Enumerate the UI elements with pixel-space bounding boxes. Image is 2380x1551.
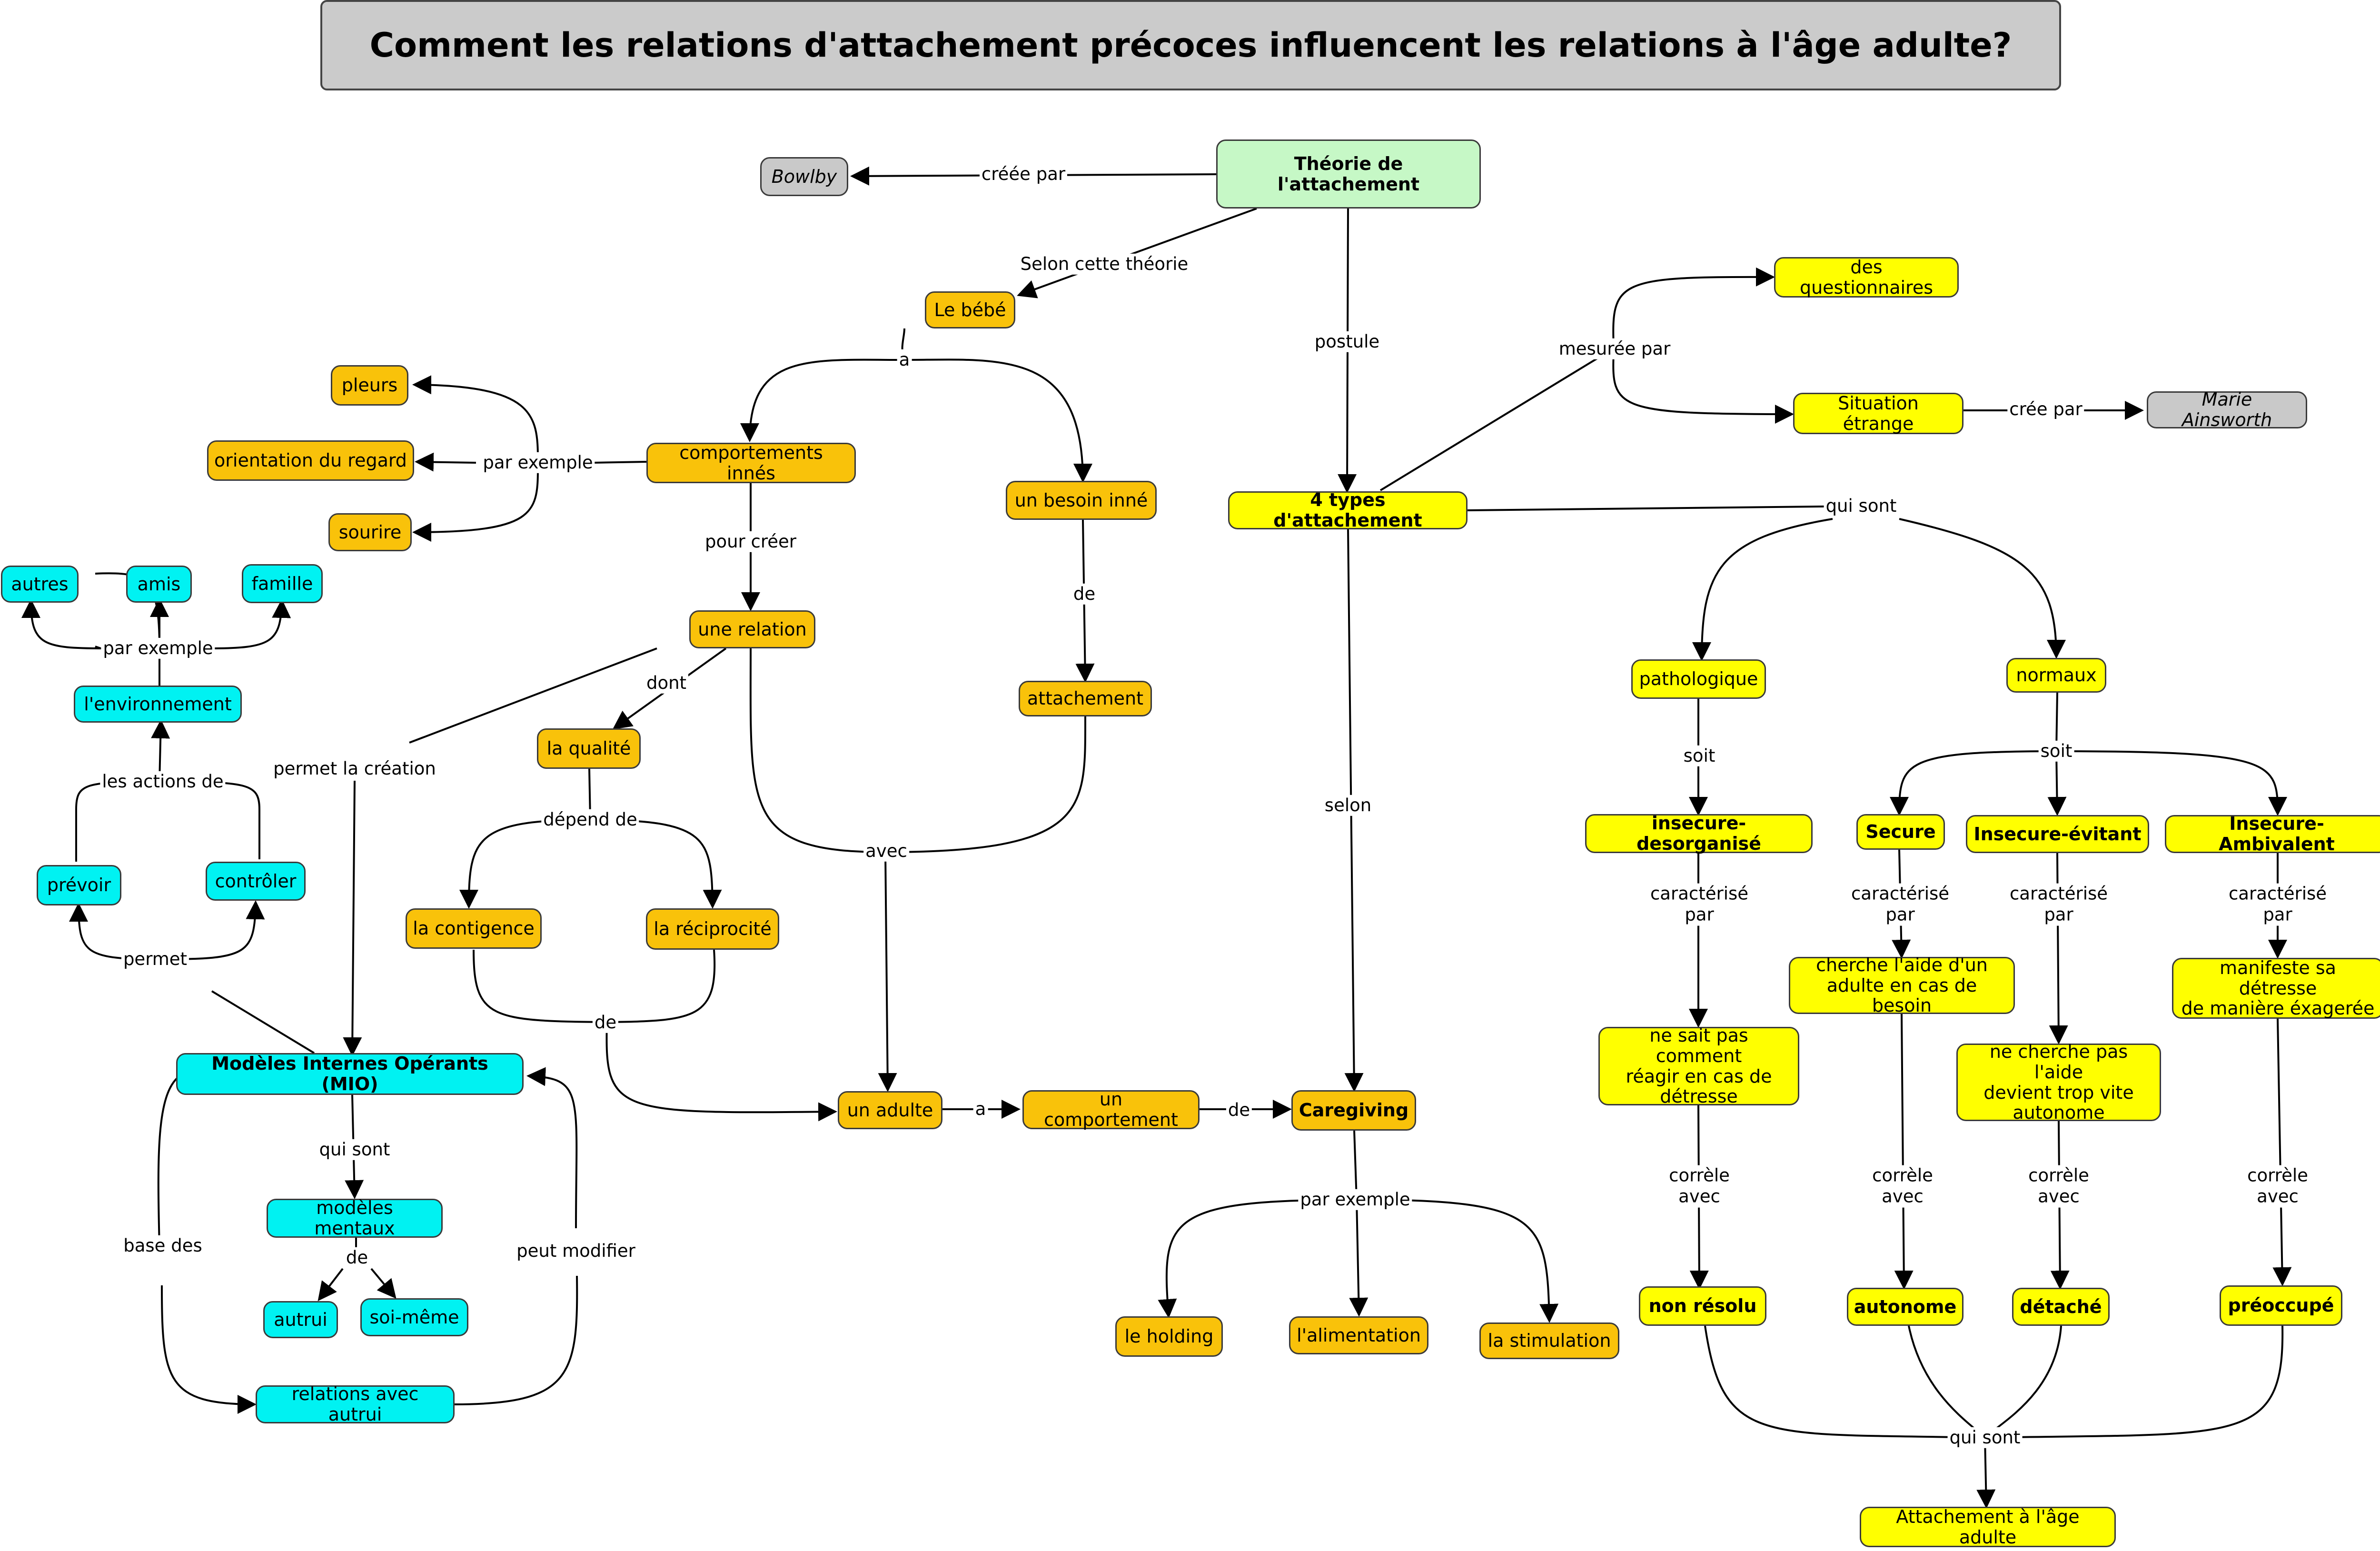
label-de: de (344, 1247, 370, 1269)
label-cree-par: crée par (2007, 398, 2084, 420)
node-prevoir[interactable]: prévoir (37, 865, 121, 905)
node-attachement-adulte[interactable]: Attachement à l'âge adulte (1860, 1507, 2116, 1547)
label-selon: selon (1322, 795, 1374, 816)
node-non-resolu[interactable]: non résolu (1639, 1286, 1766, 1326)
node-environnement[interactable]: l'environnement (74, 686, 242, 723)
node-attachement[interactable]: attachement (1019, 681, 1152, 716)
node-sourire[interactable]: sourire (328, 513, 412, 551)
node-cherche-aide[interactable]: cherche l'aide d'un adulte en cas de bes… (1789, 955, 2015, 1016)
node-caregiving[interactable]: Caregiving (1291, 1090, 1416, 1131)
node-ne-sait-pas[interactable]: ne sait pas comment réagir en cas de dét… (1598, 1025, 1799, 1106)
label-base-des: base des (121, 1235, 204, 1257)
node-normaux[interactable]: normaux (2006, 658, 2106, 693)
label-correle-avec: corrèle avec (2026, 1165, 2091, 1208)
node-la-contigence[interactable]: la contigence (406, 908, 542, 949)
label-dont: dont (644, 672, 689, 694)
label-actions-de: les actions de (100, 771, 226, 793)
label-correle-avec: corrèle avec (1667, 1165, 1732, 1208)
node-famille[interactable]: famille (242, 564, 323, 603)
node-mio[interactable]: Modèles Internes Opérants (MIO) (176, 1053, 524, 1095)
label-de: de (1071, 583, 1098, 605)
node-theorie-attachement[interactable]: Théorie de l'attachement (1216, 139, 1481, 209)
label-par-exemple: par exemple (481, 452, 595, 474)
node-bowlby[interactable]: Bowlby (760, 157, 848, 196)
node-amis[interactable]: amis (126, 566, 192, 603)
node-la-qualite[interactable]: la qualité (537, 728, 641, 769)
label-soit: soit (1681, 745, 1717, 767)
label-selon-theorie: Selon cette théorie (1018, 253, 1190, 275)
node-la-stimulation[interactable]: la stimulation (1479, 1322, 1619, 1359)
node-la-reciprocite[interactable]: la réciprocité (646, 908, 779, 950)
label-caracterise-par: caractérisé par (2007, 883, 2110, 926)
node-un-comportement[interactable]: un comportement (1022, 1089, 1200, 1130)
label-qui-sont: qui sont (1947, 1427, 2023, 1449)
node-preoccupe[interactable]: préoccupé (2220, 1285, 2342, 1326)
label-peut-modifier: peut modifier (515, 1240, 637, 1262)
node-comportements-innes[interactable]: comportements innés (646, 443, 856, 483)
label-par-exemple: par exemple (101, 637, 215, 659)
node-insecure-ambivalent[interactable]: Insecure-Ambivalent (2165, 814, 2380, 854)
node-secure[interactable]: Secure (1856, 814, 1945, 850)
node-questionnaires[interactable]: des questionnaires (1774, 257, 1959, 298)
label-qui-sont: qui sont (317, 1139, 392, 1161)
node-autrui[interactable]: autrui (263, 1301, 338, 1338)
label-pour-creer: pour créer (703, 531, 799, 553)
node-relations-avec-autrui[interactable]: relations avec autrui (256, 1384, 455, 1424)
node-ne-cherche-pas[interactable]: ne cherche pas l'aide devient trop vite … (1956, 1042, 2161, 1123)
label-avec: avec (863, 840, 909, 862)
node-situation-etrange[interactable]: Situation étrange (1793, 393, 1964, 434)
node-alimentation[interactable]: l'alimentation (1289, 1316, 1428, 1354)
label-par-exemple: par exemple (1298, 1189, 1412, 1211)
node-pleurs[interactable]: pleurs (331, 365, 408, 406)
label-de: de (592, 1012, 619, 1034)
label-qui-sont: qui sont (1824, 495, 1899, 517)
node-insecure-evitant[interactable]: Insecure-évitant (1966, 815, 2149, 853)
node-marie-ainsworth[interactable]: Marie Ainsworth (2147, 389, 2307, 430)
label-permet-creation: permet la création (271, 758, 438, 780)
label-depend-de: dépend de (541, 809, 639, 831)
page-title: Comment les relations d'attachement préc… (320, 0, 2061, 90)
label-de: de (1226, 1099, 1252, 1121)
label-caracterise-par: caractérisé par (1849, 883, 1952, 926)
node-pathologique[interactable]: pathologique (1631, 659, 1766, 699)
label-caracterise-par: caractérisé par (2226, 883, 2329, 926)
label-mesuree-par: mesurée par (1557, 338, 1673, 360)
label-a: a (973, 1098, 988, 1120)
node-orientation-regard[interactable]: orientation du regard (207, 440, 414, 481)
node-soi-meme[interactable]: soi-même (360, 1298, 468, 1336)
label-correle-avec: corrèle avec (2245, 1165, 2310, 1208)
node-4-types[interactable]: 4 types d'attachement (1228, 490, 1468, 530)
node-manifeste-detresse[interactable]: manifeste sa détresse de manière éxageré… (2172, 958, 2380, 1019)
node-modeles-mentaux[interactable]: modèles mentaux (267, 1198, 443, 1238)
label-soit: soit (2038, 740, 2074, 762)
label-caracterise-par: caractérisé par (1648, 883, 1751, 926)
label-creee-par: créée par (979, 163, 1068, 185)
node-besoin-inne[interactable]: un besoin inné (1006, 481, 1157, 520)
node-autonome[interactable]: autonome (1847, 1288, 1964, 1326)
label-a: a (897, 349, 912, 371)
node-le-bebe[interactable]: Le bébé (925, 291, 1015, 328)
node-le-holding[interactable]: le holding (1115, 1316, 1223, 1357)
label-correle-avec: corrèle avec (1870, 1165, 1935, 1208)
node-controler[interactable]: contrôler (206, 862, 306, 901)
node-un-adulte[interactable]: un adulte (838, 1091, 942, 1129)
node-insecure-desorganise[interactable]: insecure-desorganisé (1585, 813, 1813, 854)
node-une-relation[interactable]: une relation (689, 610, 815, 648)
node-autres[interactable]: autres (1, 566, 79, 603)
node-detache[interactable]: détaché (2012, 1288, 2110, 1326)
label-postule: postule (1312, 331, 1382, 353)
label-permet: permet (121, 948, 189, 970)
